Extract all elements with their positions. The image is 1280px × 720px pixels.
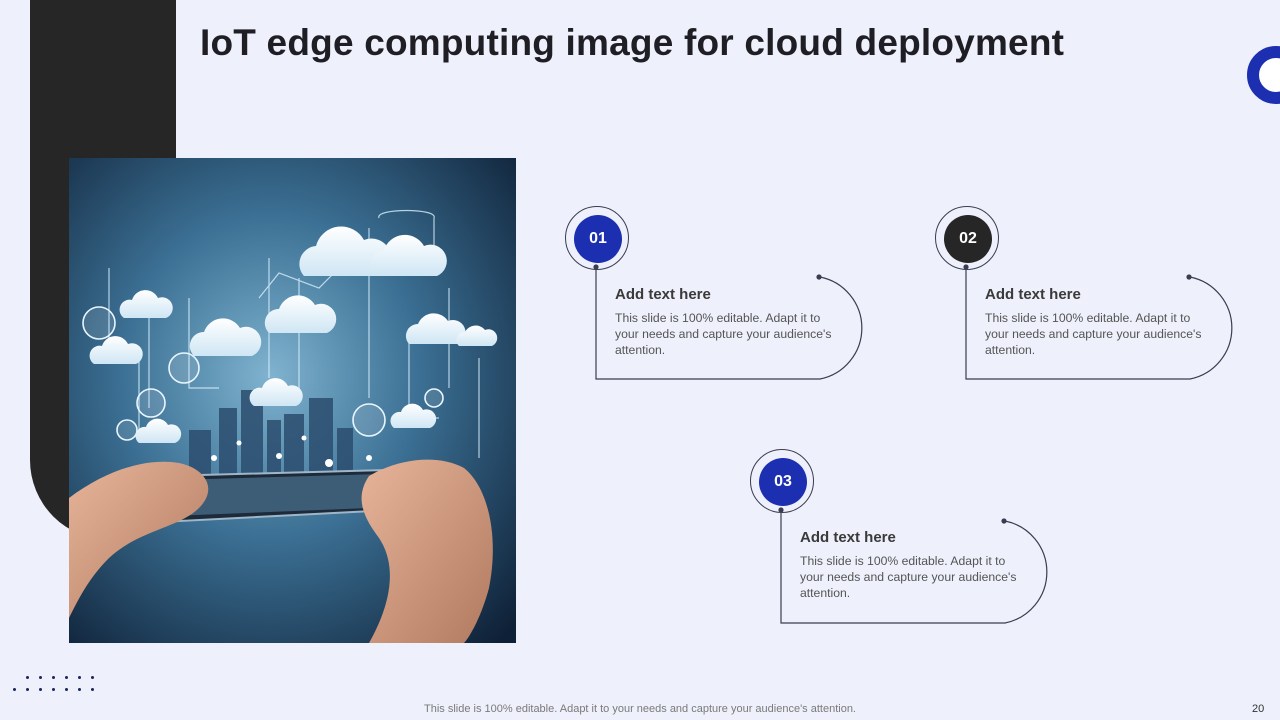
slide-title: IoT edge computing image for cloud deplo…: [200, 22, 1065, 63]
dot: [52, 688, 55, 691]
card-heading: Add text here: [985, 286, 1081, 303]
footer-note: This slide is 100% editable. Adapt it to…: [424, 703, 856, 715]
card-body-text: This slide is 100% editable. Adapt it to…: [615, 311, 832, 357]
number-badge: 02: [944, 215, 992, 263]
badge-ring: 01: [565, 206, 629, 270]
card-01: 01 Add text here This slide is 100% edit…: [565, 206, 863, 386]
dot: [13, 688, 16, 691]
decorative-dots: [12, 676, 104, 692]
dot: [78, 688, 81, 691]
number-badge: 01: [574, 215, 622, 263]
hands-tablet-cloud-icon: [69, 158, 516, 643]
page-number: 20: [1252, 703, 1265, 715]
corner-ring-decoration: [1247, 46, 1280, 104]
iot-cloud-image: [69, 158, 516, 643]
card-02: 02 Add text here This slide is 100% edit…: [935, 206, 1233, 386]
card-body-text: This slide is 100% editable. Adapt it to…: [985, 311, 1202, 357]
card-heading: Add text here: [615, 286, 711, 303]
dot: [65, 688, 68, 691]
dot: [26, 688, 29, 691]
card-heading: Add text here: [800, 529, 896, 546]
card-03: 03 Add text here This slide is 100% edit…: [750, 449, 1048, 629]
badge-ring: 02: [935, 206, 999, 270]
dot: [26, 676, 29, 679]
dot: [39, 688, 42, 691]
dot: [91, 688, 94, 691]
dot: [65, 676, 68, 679]
number-badge: 03: [759, 458, 807, 506]
dot: [78, 676, 81, 679]
dot: [39, 676, 42, 679]
card-body-text: This slide is 100% editable. Adapt it to…: [800, 554, 1017, 600]
badge-ring: 03: [750, 449, 814, 513]
dot: [91, 676, 94, 679]
dot: [52, 676, 55, 679]
